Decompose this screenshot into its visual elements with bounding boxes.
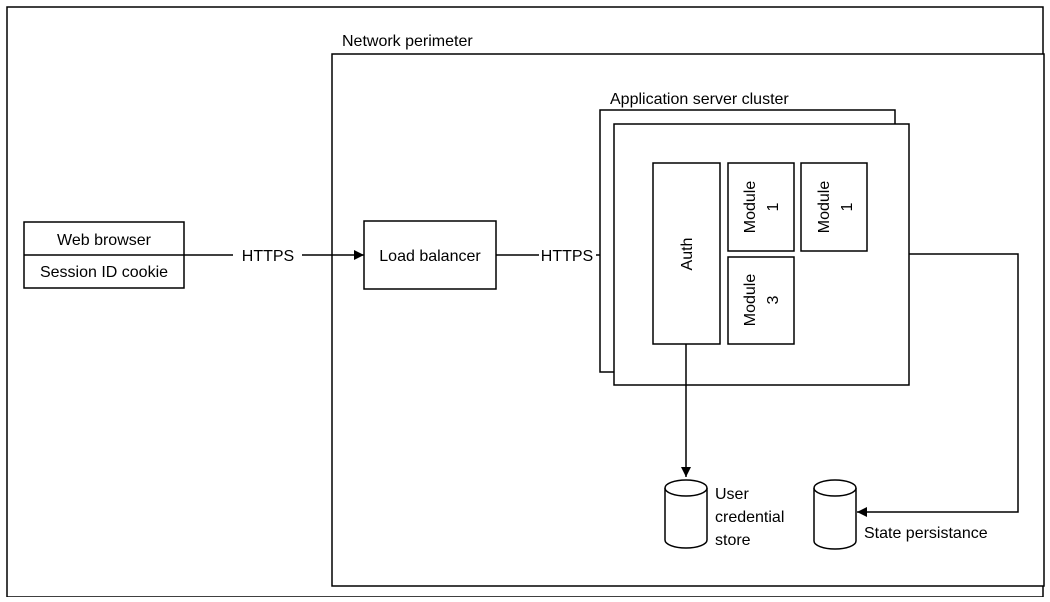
web-browser-label: Web browser [57,232,152,249]
credential-store-label-line1: User [715,486,749,503]
credential-store-label-line3: store [715,532,751,549]
web-browser-box[interactable]: Web browser Session ID cookie [23,221,185,289]
cluster-label: Application server cluster [610,91,789,108]
application-server-cluster: Application server cluster Auth Module 1… [599,91,910,386]
credential-store-cylinder-icon[interactable] [664,479,708,549]
load-balancer-label: Load balancer [379,248,481,265]
module-box-a[interactable]: Module 1 [727,162,795,252]
module-c-number: 3 [765,295,782,304]
network-perimeter-label: Network perimeter [342,33,473,50]
module-a-name: Module [742,181,759,234]
cluster-to-state-store-arrow [857,253,1019,517]
https-label-2: HTTPS [541,248,593,265]
module-box-c[interactable]: Module 3 [727,256,795,345]
session-cookie-label: Session ID cookie [40,264,168,281]
module-box-b[interactable]: Module 1 [800,162,868,252]
module-c-name: Module [742,274,759,327]
https-connection-browser-lb: HTTPS [184,248,364,265]
https-label-1: HTTPS [242,248,294,265]
credential-store-label: User credential store [715,486,784,549]
state-store-cylinder-icon[interactable] [813,479,857,550]
module-a-number: 1 [765,202,782,211]
auth-label: Auth [679,238,696,271]
module-b-name: Module [816,181,833,234]
credential-store-label-line2: credential [715,509,784,526]
state-store-label: State persistance [864,525,988,542]
auth-module[interactable]: Auth [652,162,721,345]
load-balancer-box[interactable]: Load balancer [363,220,497,290]
module-b-number: 1 [839,202,856,211]
